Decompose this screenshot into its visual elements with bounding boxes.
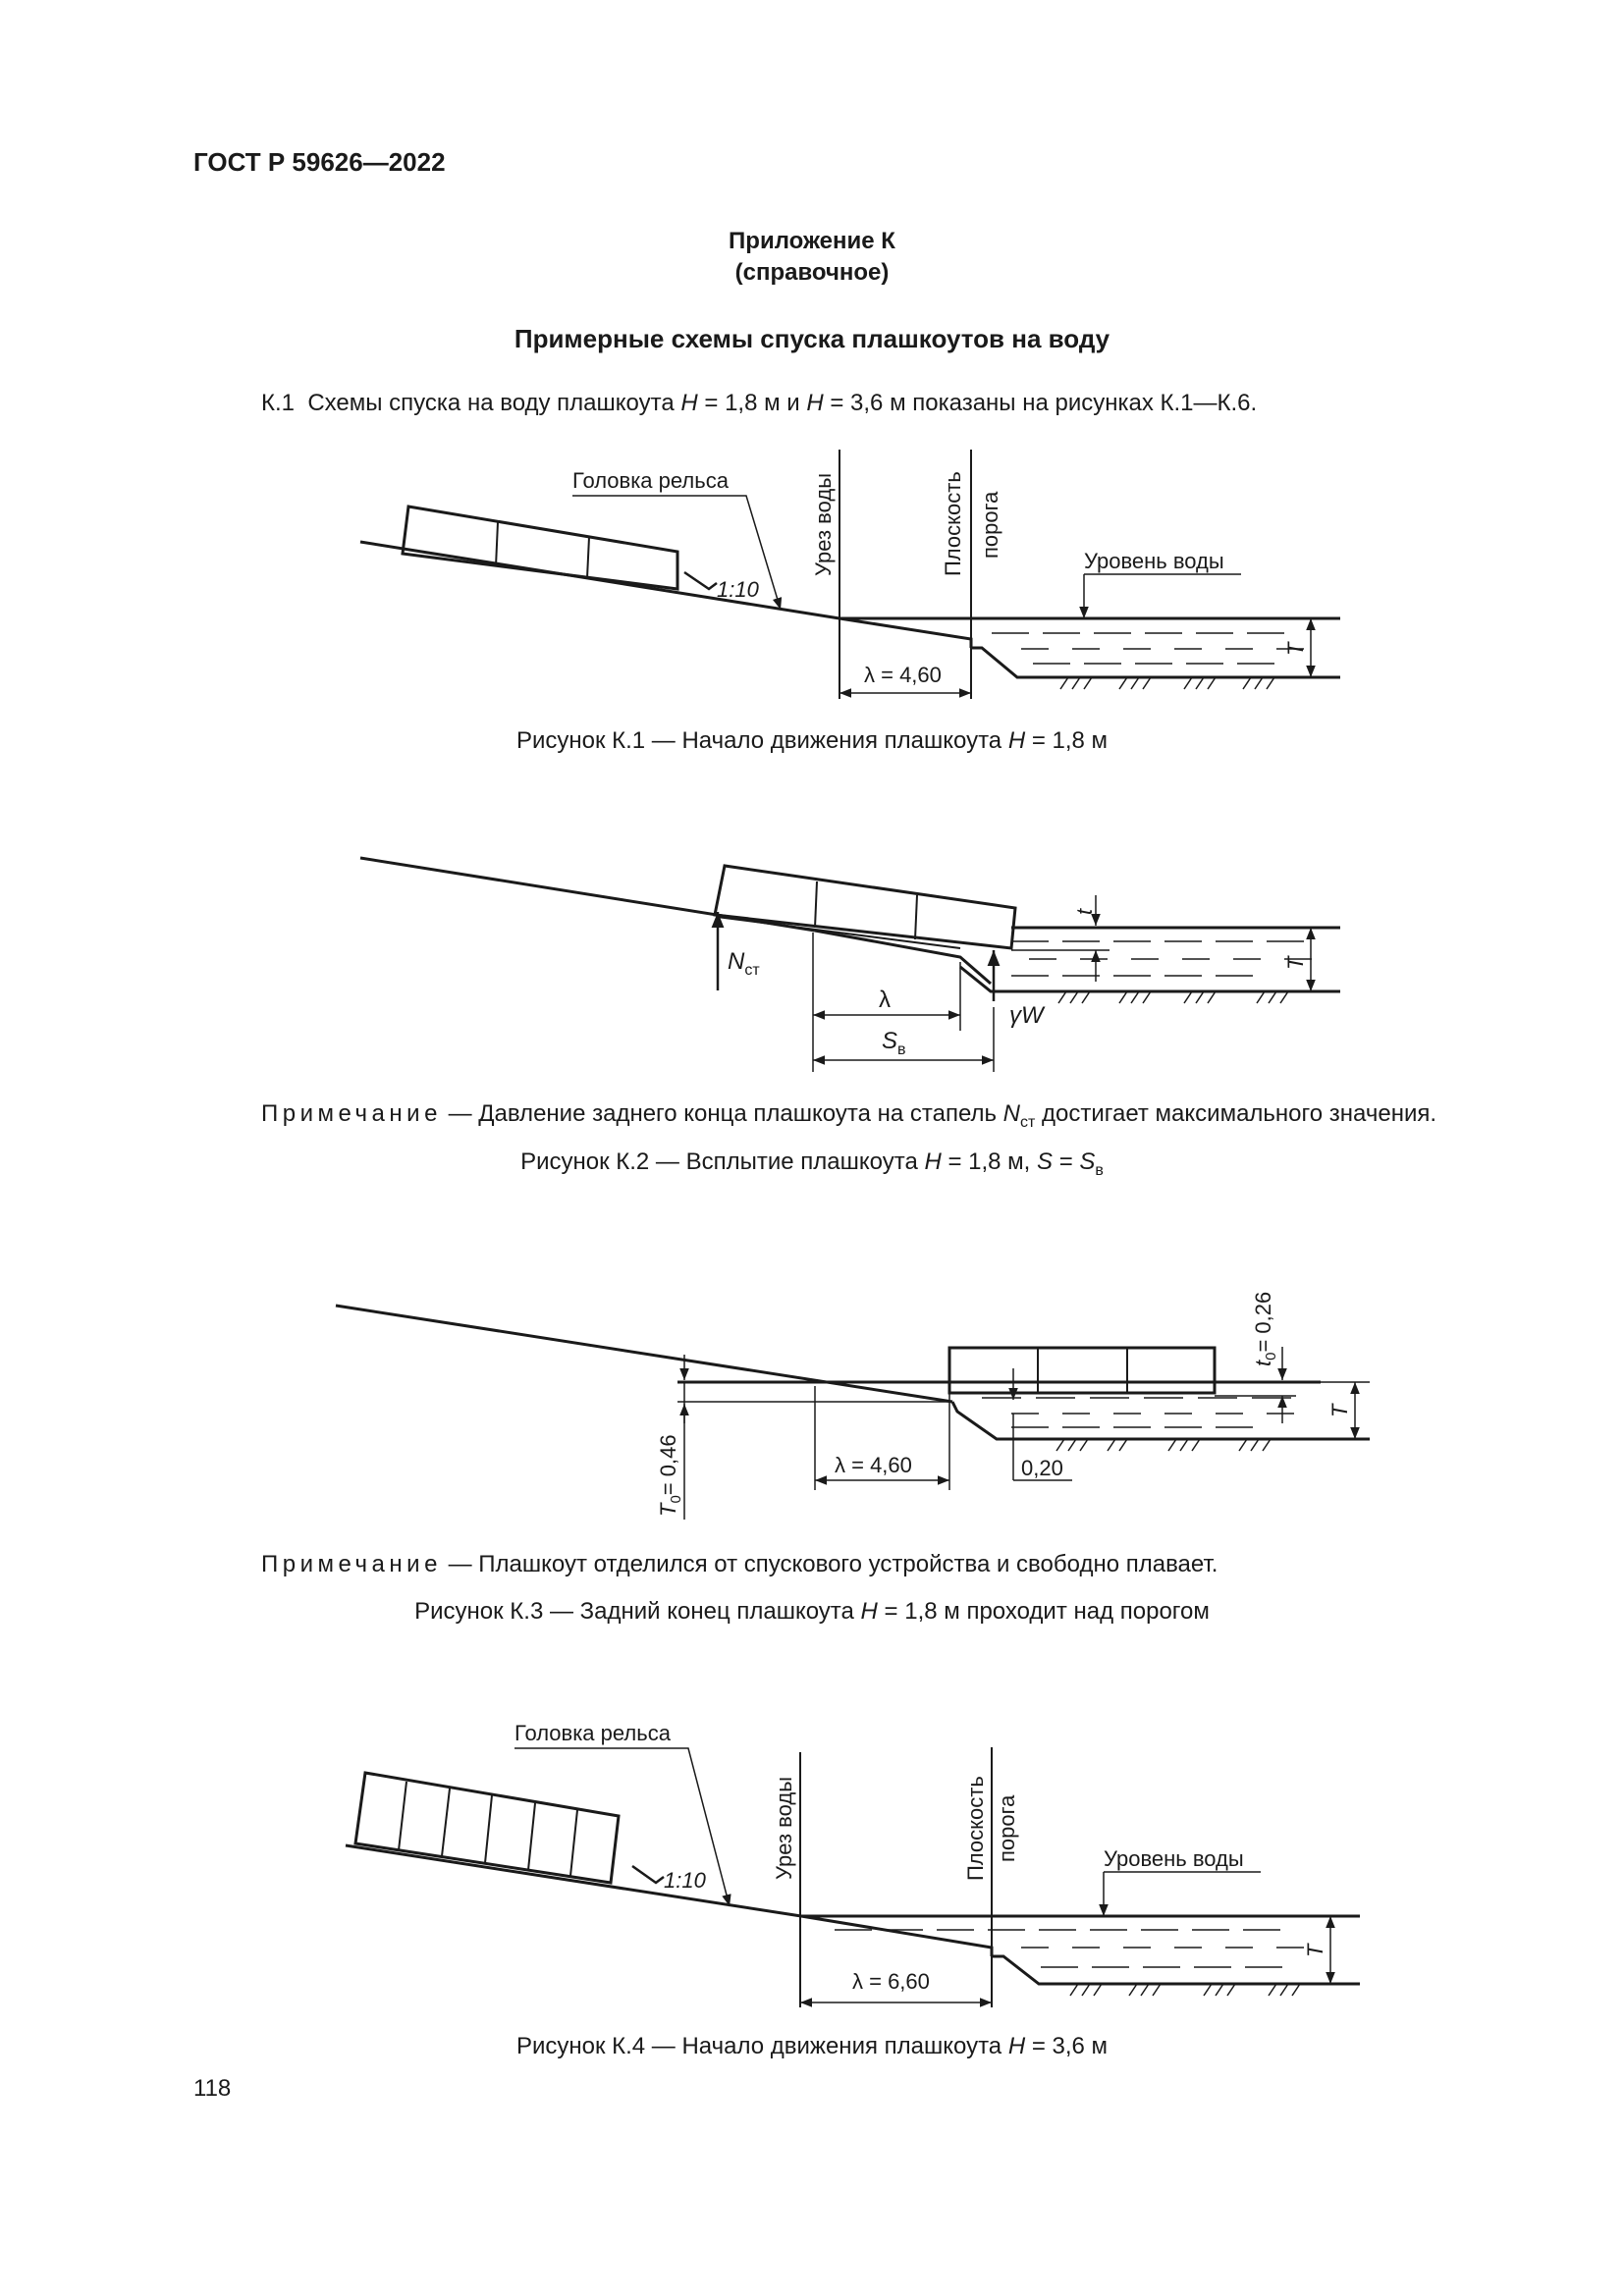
- sv-label: Sв: [882, 1028, 906, 1058]
- figure-k2-drawing: Nст γW t T λ Sв: [359, 856, 1340, 1072]
- rail-head-label: Головка рельса: [572, 468, 730, 493]
- clearance-label: 0,20: [1021, 1456, 1063, 1480]
- slope-label: 1:10: [717, 577, 760, 602]
- page-number: 118: [193, 2075, 232, 2102]
- depth-label-T: T: [1283, 641, 1308, 656]
- appendix-title: Приложение К: [729, 228, 895, 254]
- sea-bed: [992, 1954, 1360, 1986]
- slipway-end: [814, 929, 992, 986]
- barge-outline: [713, 864, 1017, 950]
- threshold-label-1: Плоскость: [941, 471, 965, 576]
- water-dashes-4: [835, 1929, 1304, 1968]
- appendix-status: (справочное): [734, 259, 890, 286]
- depth-label-T: T: [1303, 1943, 1327, 1957]
- bed-hatching-3: [1056, 1438, 1272, 1452]
- slipway-end: [800, 1914, 994, 1956]
- lambda-label: λ: [879, 987, 891, 1013]
- figure-k1-drawing: 1:10 Головка рельса Урез воды Плоскость …: [359, 450, 1340, 699]
- figure-k2-caption: Рисунок К.2 — Всплытие плашкоута H = 1,8…: [520, 1148, 1104, 1179]
- bed-hatching-4: [1069, 1983, 1301, 1997]
- barge-outline: [401, 505, 679, 591]
- sea-bed: [971, 646, 1340, 679]
- slope-mark: [683, 570, 718, 591]
- figure-k2-note: Примечание — Давление заднего конца плаш…: [261, 1100, 1437, 1131]
- water-edge-label: Урез воды: [811, 473, 836, 576]
- barge-outline: [353, 1771, 621, 1885]
- bed-hatching-2: [1057, 990, 1289, 1004]
- figure-k3-note: Примечание — Плашкоут отделился от спуск…: [261, 1551, 1218, 1577]
- intro-number: К.1: [261, 390, 295, 416]
- lambda-label: λ = 4,60: [835, 1453, 912, 1477]
- reaction-label: Nст: [728, 948, 760, 979]
- barge-outline: [947, 1346, 1217, 1395]
- threshold-label-2: порога: [995, 1794, 1019, 1862]
- slope-line: [335, 1304, 953, 1404]
- bed-hatching-1: [1059, 676, 1275, 690]
- water-dashes-2: [1011, 940, 1312, 977]
- water-edge-label: Урез воды: [772, 1777, 796, 1880]
- t0-depth-label: T0= 0,46: [656, 1434, 684, 1517]
- water-level-label: Уровень воды: [1104, 1846, 1244, 1871]
- water-dashes-1: [992, 632, 1304, 665]
- slope-label: 1:10: [664, 1868, 707, 1893]
- figure-k4-caption: Рисунок К.4 — Начало движения плашкоута …: [515, 2033, 1109, 2059]
- rail-head-label: Головка рельса: [514, 1721, 672, 1745]
- water-dashes-3: [982, 1397, 1294, 1428]
- slope-mark: [631, 1864, 665, 1885]
- threshold-label-2: порога: [978, 491, 1002, 559]
- buoyancy-label: γW: [1009, 1002, 1046, 1029]
- draft-label-t: t: [1072, 908, 1097, 915]
- figure-k1-caption: Рисунок К.1 — Начало движения плашкоута …: [515, 727, 1109, 754]
- figure-k3-drawing: T0= 0,46 λ = 4,60 0,20 t0= 0,26 T: [335, 1292, 1370, 1520]
- intro-paragraph: К.1 Схемы спуска на воду плашкоута H = 1…: [261, 390, 1258, 416]
- water-level-label: Уровень воды: [1084, 549, 1224, 573]
- sea-bed: [950, 1401, 1370, 1441]
- depth-label-T: T: [1283, 955, 1308, 970]
- slipway-end: [839, 616, 973, 648]
- t0-draft-label: t0= 0,26: [1251, 1292, 1279, 1366]
- figure-k3-caption: Рисунок К.3 — Задний конец плашкоута H =…: [414, 1598, 1210, 1625]
- figure-k4-drawing: 1:10 Головка рельса Урез воды Плоскость …: [345, 1721, 1360, 2007]
- depth-label-T: T: [1327, 1403, 1352, 1417]
- appendix-heading: Примерные схемы спуска плашкоутов на вод…: [514, 324, 1110, 353]
- document-id: ГОСТ Р 59626—2022: [193, 147, 446, 177]
- lambda-label: λ = 6,60: [852, 1969, 930, 1994]
- rail-head-leader: [514, 1747, 731, 1907]
- lambda-label: λ = 4,60: [864, 663, 942, 687]
- sea-bed: [959, 965, 1340, 993]
- rail-head-leader: [572, 495, 783, 611]
- threshold-label-1: Плоскость: [963, 1776, 988, 1881]
